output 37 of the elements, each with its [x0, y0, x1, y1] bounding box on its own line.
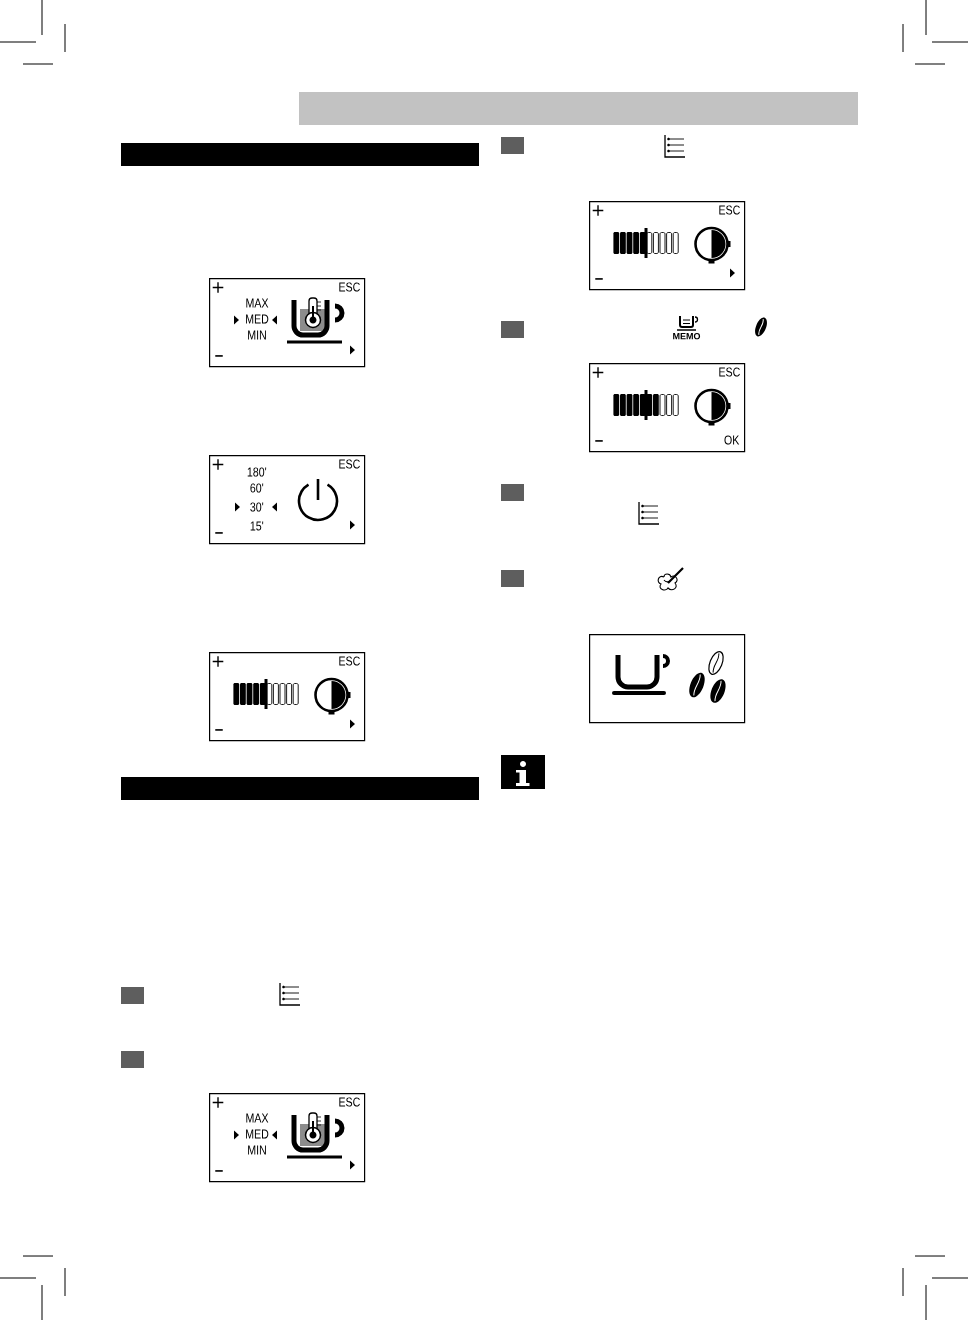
esc-label: ESC — [719, 205, 740, 215]
esc-label: ESC — [719, 367, 740, 377]
minus-label: − — [595, 278, 603, 280]
esc-label: ESC — [339, 656, 360, 666]
menu-option: MED — [246, 1129, 269, 1139]
minus-label: − — [215, 355, 223, 357]
ok-label: OK — [724, 435, 740, 445]
display-screen — [589, 201, 746, 291]
timer-option: 60' — [250, 483, 264, 493]
timer-option: 180' — [247, 467, 267, 477]
display-screen — [589, 363, 746, 453]
minus-label: − — [215, 532, 223, 534]
display-screen — [209, 455, 366, 545]
menu-option: MED — [246, 314, 269, 324]
menu-option: MIN — [248, 1145, 266, 1155]
esc-label: ESC — [339, 459, 360, 469]
timer-option: 15' — [250, 521, 264, 531]
plus-label: + — [212, 1097, 224, 1108]
plus-label: + — [592, 205, 604, 216]
timer-option: 30' — [250, 502, 264, 512]
icon-caption: MEMO — [673, 333, 701, 340]
display-screen — [209, 652, 366, 742]
menu-option: MIN — [248, 330, 266, 340]
esc-label: ESC — [339, 282, 360, 292]
display-screen — [209, 1093, 366, 1183]
minus-label: − — [215, 729, 223, 731]
plus-label: + — [212, 459, 224, 470]
minus-label: − — [595, 440, 603, 442]
plus-label: + — [212, 656, 224, 667]
esc-label: ESC — [339, 1097, 360, 1107]
display-screen — [589, 634, 746, 724]
display-screen — [209, 278, 366, 368]
menu-option: MAX — [246, 298, 269, 308]
menu-option: MAX — [246, 1113, 269, 1123]
plus-label: + — [592, 367, 604, 378]
minus-label: − — [215, 1170, 223, 1172]
plus-label: + — [212, 282, 224, 293]
